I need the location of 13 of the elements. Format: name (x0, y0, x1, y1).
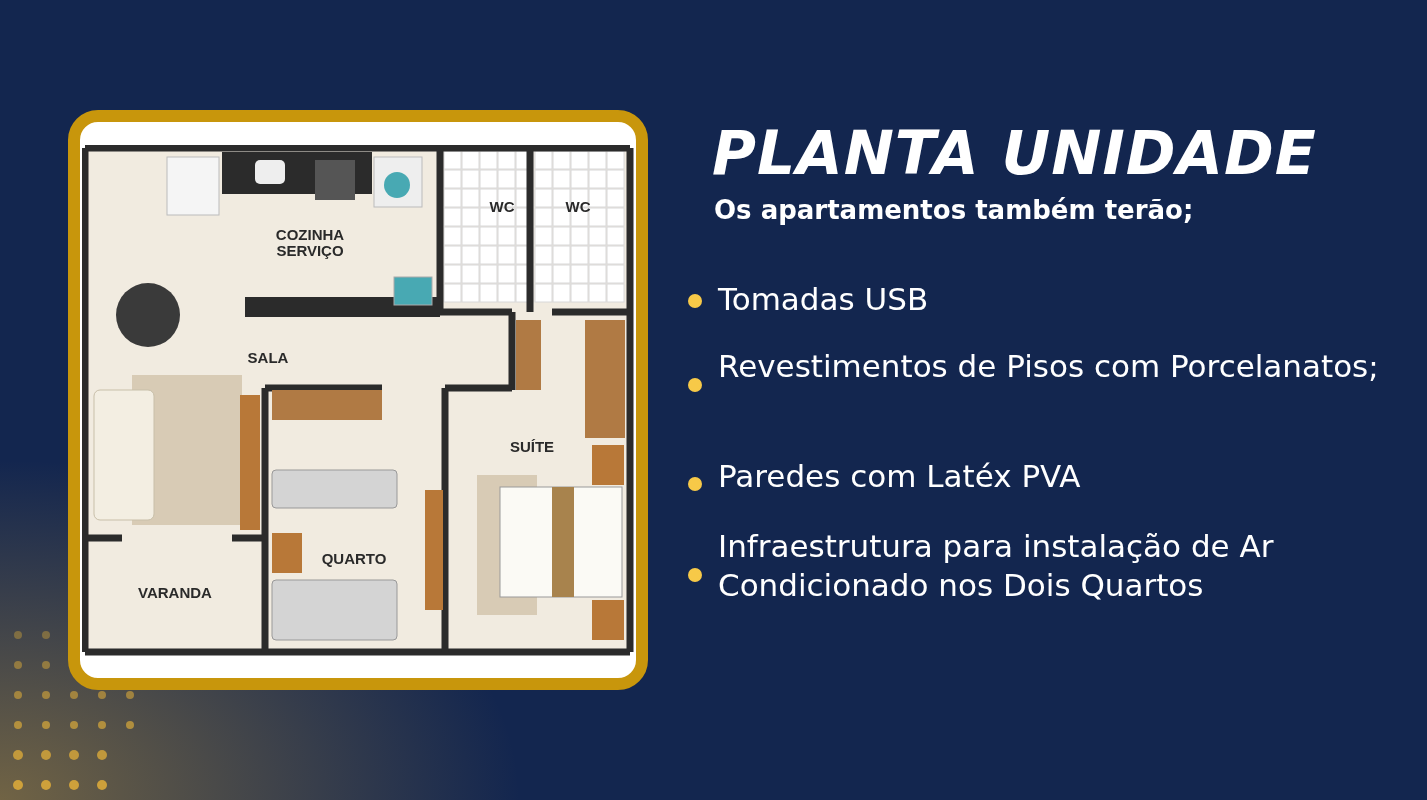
room-label: SUÍTE (509, 439, 555, 455)
title: PLANTA UNIDADE (712, 118, 1317, 188)
bullet-text: Paredes com Latéx PVA (718, 457, 1082, 496)
room-label: VARANDA (138, 585, 212, 601)
bullet-text: Tomadas USB (718, 280, 930, 319)
room-label: COZINHA SERVIÇO (274, 227, 346, 259)
bullet-text: Infraestrutura para instalação de Ar Condicionado nos Dois Quartos (718, 527, 1275, 605)
bullet-text: Revestimentos de Pisos com Porcelanatos; (718, 347, 1380, 386)
room-label: WC (489, 199, 515, 215)
subtitle: Os apartamentos também terão; (714, 195, 1194, 225)
room-label: WC (565, 199, 591, 215)
room-label: SALA (247, 350, 289, 366)
room-label: QUARTO (321, 551, 387, 567)
